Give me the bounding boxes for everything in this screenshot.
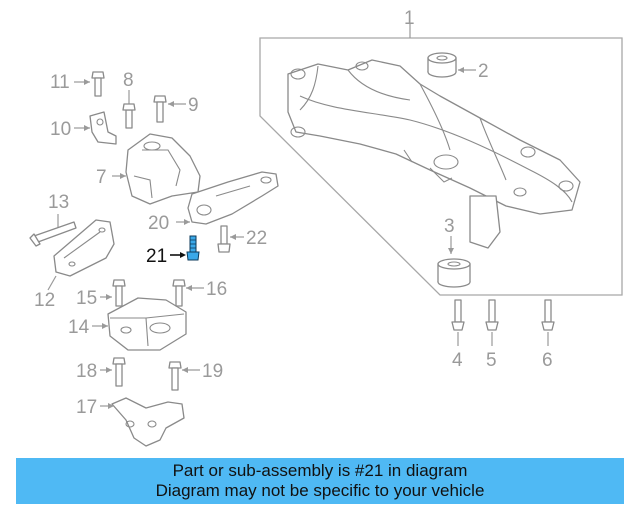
callout-16: 16 <box>206 279 227 300</box>
callout-20-arrow <box>184 219 190 225</box>
subframe-group-frame <box>259 37 623 296</box>
callout-6: 6 <box>542 350 553 371</box>
callout-8: 8 <box>123 70 134 91</box>
callout-17: 17 <box>76 397 97 418</box>
bolt-19 <box>168 361 182 391</box>
bolt-15 <box>112 279 126 307</box>
callout-18: 18 <box>76 361 97 382</box>
bolt-21-highlighted <box>186 235 200 261</box>
bolt-13 <box>29 221 77 247</box>
front-subframe <box>287 59 581 249</box>
callout-11: 11 <box>50 72 70 93</box>
callout-3: 3 <box>444 216 455 237</box>
bolt-6 <box>541 299 555 331</box>
callout-17-arrow <box>108 403 114 409</box>
callout-9-arrow <box>168 101 174 107</box>
callout-2: 2 <box>478 61 489 82</box>
callout-16-arrow <box>186 285 192 291</box>
callout-10-arrow <box>84 125 90 131</box>
callout-14: 14 <box>68 317 90 338</box>
bracket-17 <box>111 397 185 447</box>
mount-bushing-3 <box>437 258 471 288</box>
bolt-11 <box>91 71 105 97</box>
callout-3-arrow <box>448 248 454 254</box>
callout-22: 22 <box>246 228 267 249</box>
callout-19-arrow <box>182 367 188 373</box>
callout-12-leader <box>47 275 57 291</box>
banner-line-1: Part or sub-assembly is #21 in diagram <box>172 461 468 480</box>
bolt-9 <box>153 95 167 123</box>
callout-4: 4 <box>452 350 463 371</box>
callout-10: 10 <box>50 119 71 140</box>
callout-5: 5 <box>486 350 497 371</box>
info-banner: Part or sub-assembly is #21 in diagram D… <box>16 458 624 504</box>
callout-2-arrow <box>458 67 464 73</box>
callout-9: 9 <box>188 95 199 116</box>
bolt-8 <box>122 103 136 129</box>
callout-15-arrow <box>106 294 112 300</box>
callout-7: 7 <box>96 167 107 188</box>
bolt-5 <box>485 299 499 331</box>
mount-bushing-2 <box>427 52 457 78</box>
callout-15: 15 <box>76 288 97 309</box>
banner-line-2: Diagram may not be specific to your vehi… <box>155 481 485 500</box>
callout-14-arrow <box>102 323 108 329</box>
transmission-mount-14 <box>107 297 187 351</box>
torque-rod-20 <box>187 171 279 225</box>
bolt-16 <box>172 279 186 307</box>
bracket-10 <box>89 111 117 145</box>
bolt-4 <box>451 299 465 331</box>
callout-12: 12 <box>34 290 55 311</box>
callout-21: 21 <box>146 246 167 267</box>
engine-mount-7 <box>125 133 201 205</box>
callout-22-arrow <box>230 234 236 240</box>
bracket-12 <box>53 219 115 277</box>
callout-1: 1 <box>404 8 415 29</box>
callout-13: 13 <box>48 192 69 213</box>
callout-21-arrow <box>180 252 186 258</box>
callout-7-arrow <box>120 173 126 179</box>
callout-18-arrow <box>106 367 112 373</box>
callout-20: 20 <box>148 213 169 234</box>
bolt-22 <box>217 225 231 253</box>
callout-11-arrow <box>84 79 90 85</box>
callout-19: 19 <box>202 361 223 382</box>
bolt-18 <box>112 357 126 387</box>
